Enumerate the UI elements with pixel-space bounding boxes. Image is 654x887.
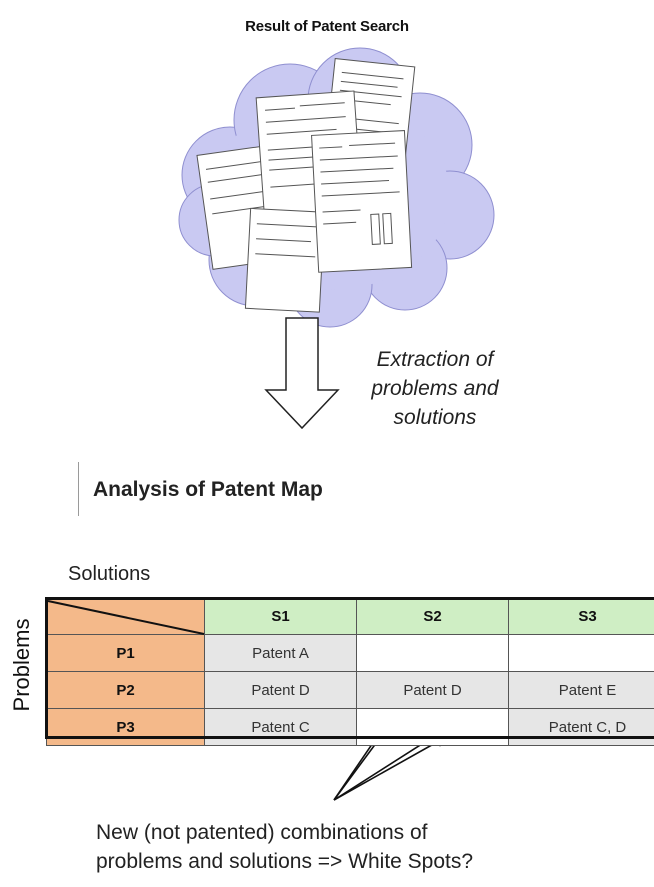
row-header-p1: P1 [46, 634, 205, 672]
table-header-row: S1 S2 S3 [46, 598, 654, 635]
extraction-line: solutions [393, 406, 477, 429]
table-cell [356, 708, 509, 746]
problems-axis-label: Problems [9, 618, 34, 712]
extraction-line: Extraction of [376, 348, 494, 371]
patent-documents-icon [196, 58, 416, 313]
table-cell: Patent C, D [508, 708, 654, 746]
row-header-p2: P2 [46, 671, 205, 709]
analysis-heading-block: Analysis of Patent Map [78, 462, 323, 516]
conclusion-line: New (not patented) combinations of [96, 821, 428, 844]
table-cell: Patent D [204, 671, 357, 709]
row-header-p3: P3 [46, 708, 205, 746]
table-row: P2 Patent D Patent D Patent E [46, 671, 654, 709]
table-cell: Patent A [204, 634, 357, 672]
conclusion-line: problems and solutions => White Spots? [96, 850, 474, 873]
conclusion-caption: New (not patented) combinations of probl… [96, 818, 616, 876]
table-row: P1 Patent A [46, 634, 654, 672]
solutions-axis-label: Solutions [68, 563, 151, 585]
table-cell: Patent C [204, 708, 357, 746]
table-row: P3 Patent C Patent C, D [46, 708, 654, 746]
analysis-heading: Analysis of Patent Map [93, 478, 323, 501]
page-title: Result of Patent Search [245, 18, 409, 35]
column-header-s3: S3 [508, 598, 654, 635]
corner-cell [46, 598, 205, 635]
table-cell [508, 634, 654, 672]
column-header-s1: S1 [204, 598, 357, 635]
extraction-caption: Extraction of problems and solutions [330, 345, 540, 432]
extraction-line: problems and [371, 377, 499, 400]
down-arrow-icon [264, 317, 340, 430]
table-cell [356, 634, 509, 672]
column-header-s2: S2 [356, 598, 509, 635]
table-cell: Patent D [356, 671, 509, 709]
patent-map-table: S1 S2 S3 P1 Patent A P2 Patent D Patent … [46, 598, 654, 746]
problems-axis-label-block: Problems [0, 586, 44, 744]
table-cell: Patent E [508, 671, 654, 709]
